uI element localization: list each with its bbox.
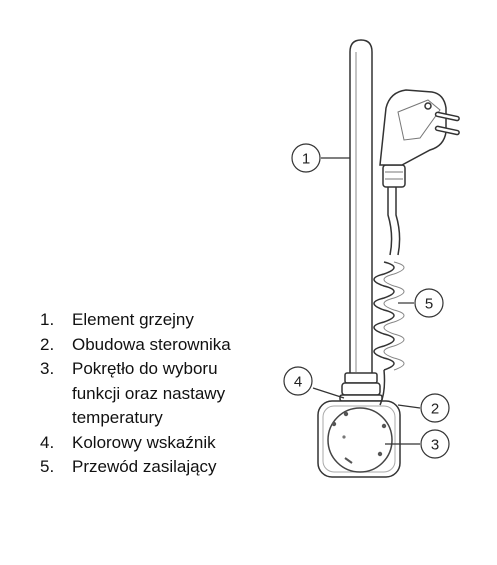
legend-line: Element grzejny [72, 310, 194, 329]
callout-2: 2 [420, 393, 450, 423]
legend-item-2: 2. Obudowa sterownika [40, 333, 231, 358]
power-cord [373, 185, 405, 406]
legend-text: Pokrętło do wyboru funkcji oraz nastawy … [72, 357, 225, 431]
legend-number: 2. [40, 334, 55, 354]
callout-5: 5 [414, 288, 444, 318]
legend-text: Element grzejny [72, 308, 194, 333]
colored-indicator-ring [339, 372, 383, 402]
legend-line: Pokrętło do wyboru [72, 359, 218, 378]
legend-text: Obudowa sterownika [72, 333, 231, 358]
legend-line: Kolorowy wskaźnik [72, 432, 216, 452]
legend-line: Obudowa sterownika [72, 334, 231, 354]
callout-leaders [312, 157, 421, 445]
legend-number: 5. [40, 457, 55, 476]
heating-element-rod [349, 39, 373, 376]
svg-text:4: 4 [294, 374, 302, 391]
legend-item-1: 1. Element grzejny [40, 308, 231, 333]
legend-number: 3. [40, 359, 55, 378]
power-plug [379, 89, 460, 188]
callout-4: 4 [283, 366, 313, 396]
callout-1: 1 [291, 143, 321, 173]
parts-legend: 1. Element grzejny 2. Obudowa sterownika… [40, 308, 231, 480]
legend-number: 4. [40, 432, 55, 452]
legend-number: 1. [40, 310, 55, 329]
legend-text: Przewód zasilający [72, 455, 217, 480]
legend-item-3: 3. Pokrętło do wyboru funkcji oraz nasta… [40, 357, 231, 431]
svg-text:5: 5 [425, 296, 433, 313]
callout-3: 3 [420, 429, 450, 459]
legend-item-4: 4. Kolorowy wskaźnik [40, 431, 231, 456]
legend-line: Przewód zasilający [72, 457, 217, 476]
legend-line: funkcji oraz nastawy [72, 383, 226, 403]
svg-text:2: 2 [431, 401, 439, 418]
legend-item-5: 5. Przewód zasilający [40, 455, 231, 480]
svg-text:1: 1 [302, 151, 310, 168]
control-knob [327, 407, 393, 473]
legend-line: temperatury [72, 408, 163, 427]
svg-text:3: 3 [431, 437, 439, 454]
legend-text: Kolorowy wskaźnik [72, 431, 216, 456]
